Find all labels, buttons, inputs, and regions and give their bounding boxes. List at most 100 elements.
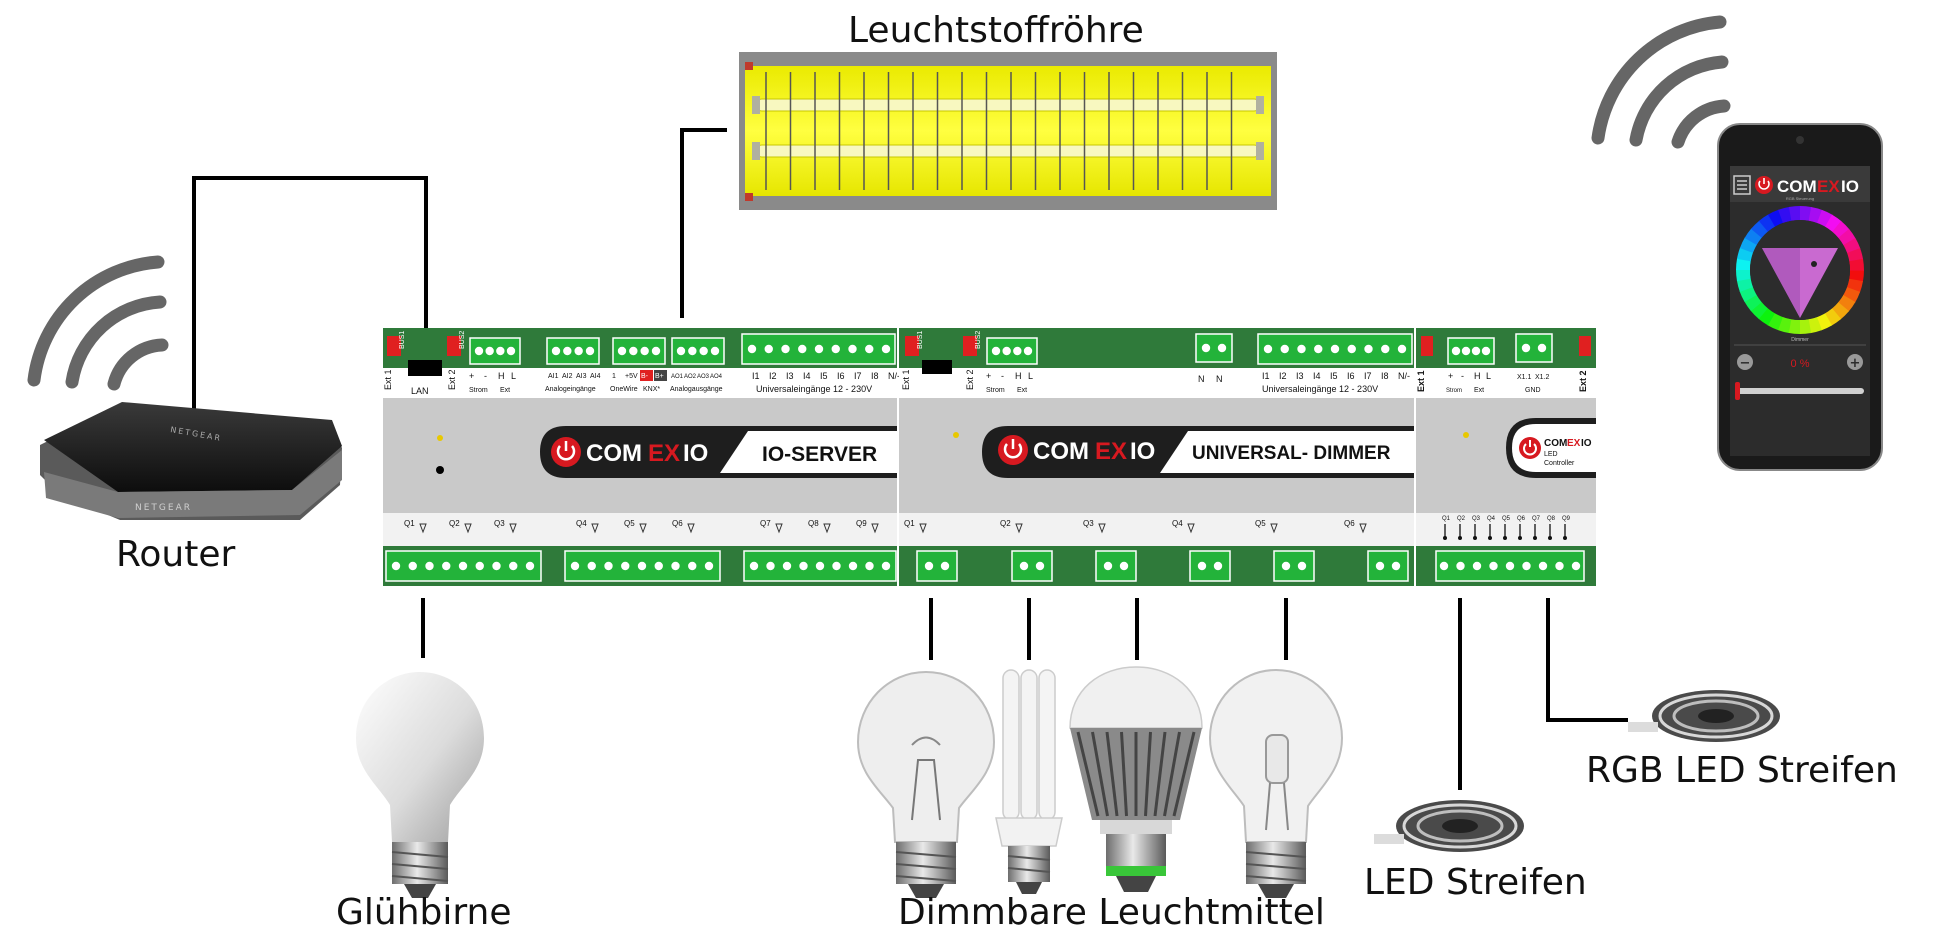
input-label: I6 (1347, 371, 1355, 381)
dimmer-n2-label: N (1216, 374, 1223, 384)
terminal-screw (509, 561, 518, 571)
output-label: Q6 (1344, 519, 1355, 528)
dim-minus-button[interactable] (1737, 354, 1753, 370)
dimmer-ext1-label: Ext 1 (901, 369, 911, 390)
input-label: I4 (1313, 371, 1321, 381)
input-label: I5 (1330, 371, 1338, 381)
dimmer-brand-ex: EX (1095, 438, 1127, 465)
dimmer-bus1-label: BUS1 (917, 331, 924, 349)
dimmer-universal-in-label: Universaleingänge 12 - 230V (1262, 384, 1378, 394)
color-wheel-segment (1843, 238, 1861, 254)
terminal-screw (940, 561, 950, 571)
color-wheel-segment (1735, 269, 1751, 282)
output-terminal-dot (1563, 536, 1567, 540)
terminal-screw (408, 561, 417, 571)
terminal-screw (749, 561, 759, 571)
io-onewire-label: OneWire (610, 386, 638, 393)
terminal-screw (1522, 561, 1531, 571)
dimmer-n1-label: N (1198, 374, 1205, 384)
color-wheel-segment (1788, 205, 1801, 221)
phone-wheel-label: Dimmer (1791, 337, 1809, 343)
output-label: Q9 (1562, 516, 1571, 522)
terminal-screw (1391, 561, 1401, 571)
input-label: I3 (786, 371, 794, 381)
brightness-slider-knob[interactable] (1735, 382, 1740, 400)
output-label: Q6 (1517, 516, 1526, 522)
output-label: Q3 (494, 519, 505, 528)
output-terminal-dot (1443, 536, 1447, 540)
relay-symbol-icon (919, 523, 927, 534)
dim-plus-button[interactable] (1847, 354, 1863, 370)
terminal-screw (1103, 561, 1113, 571)
phone-brand-com: COM (1777, 177, 1817, 196)
output-label: Q2 (449, 519, 460, 528)
wires (192, 128, 1628, 790)
led-brand-ex: EX (1567, 438, 1581, 449)
terminal-screw (991, 346, 1001, 356)
led-ext2-label: Ext 2 (1578, 370, 1588, 392)
input-label: N/- (1398, 371, 1410, 381)
terminal-screw (1451, 346, 1461, 356)
terminal-screw (848, 561, 858, 571)
output-label: Q5 (1255, 519, 1266, 528)
relay-symbol-icon (871, 523, 879, 534)
led-x12-label: X1.2 (1535, 374, 1550, 381)
terminal-screw (654, 561, 663, 571)
dim-minus-glyph: − (1740, 356, 1751, 371)
terminal-screw (1456, 561, 1465, 571)
io-ao3-label: AO3 (697, 374, 710, 380)
terminal-screw (671, 561, 680, 571)
brightness-slider[interactable] (1735, 382, 1864, 400)
color-wheel-segment (1838, 295, 1856, 312)
terminal-screw (832, 561, 841, 571)
led-x11-label: X1.1 (1517, 374, 1532, 381)
terminal-screw (1201, 343, 1211, 353)
terminal-screw (1461, 346, 1471, 356)
relay-symbol-icon (509, 523, 517, 534)
terminal-screw (604, 561, 613, 571)
output-label: Q8 (808, 519, 819, 528)
wifi-icon (1591, 15, 1731, 149)
dimmer-plus-label: + (986, 371, 991, 381)
io-ai4-label: AI4 (590, 373, 601, 380)
led-fin (1105, 731, 1119, 817)
color-wheel-segment (1739, 286, 1757, 302)
color-wheel-segment (1736, 258, 1751, 270)
color-wheel-segment (1816, 313, 1832, 331)
terminal-block (916, 550, 958, 582)
phone-brand-ex: EX (1817, 177, 1840, 196)
output-terminal-dot (1533, 536, 1537, 540)
dimmer-ext-label: Ext (1017, 387, 1027, 394)
output-label: Q7 (1532, 516, 1541, 522)
terminal-screw (1481, 346, 1491, 356)
led-strip-label: LED Streifen (1364, 862, 1587, 903)
terminal-screw (1439, 561, 1449, 571)
terminal-screw (1364, 344, 1373, 354)
led-line1: LED (1544, 451, 1558, 458)
io-plus-label: + (469, 371, 474, 381)
terminal-screw (1330, 344, 1340, 354)
terminal-screw (1471, 346, 1481, 356)
output-terminal-dot (1503, 536, 1507, 540)
io-h-label: H (498, 371, 505, 381)
terminal-screw (814, 344, 824, 354)
io-server-logo-plate: COM EX IO IO-SERVER (540, 426, 897, 478)
io-analog-in-label: Analogeingänge (545, 386, 596, 393)
terminal-screw (1314, 344, 1323, 354)
output-label: Q1 (904, 519, 915, 528)
color-wheel[interactable] (1735, 205, 1865, 335)
wifi-icon (27, 255, 169, 391)
terminal-screw (1263, 344, 1273, 354)
terminal-screw (865, 344, 874, 354)
terminal-screw (574, 346, 583, 356)
phone-brand-io: IO (1841, 177, 1859, 196)
fluorescent-tube-fixture (739, 52, 1277, 210)
io-bminus-label: B- (641, 373, 649, 380)
dimmer-top-terminals (986, 333, 1413, 365)
output-label: Q5 (624, 519, 635, 528)
io-bus1-label: BUS1 (399, 331, 406, 349)
terminal-screw (1035, 561, 1045, 571)
dimmer-bottom-terminals (916, 550, 1409, 582)
color-wheel-segment (1744, 228, 1762, 245)
